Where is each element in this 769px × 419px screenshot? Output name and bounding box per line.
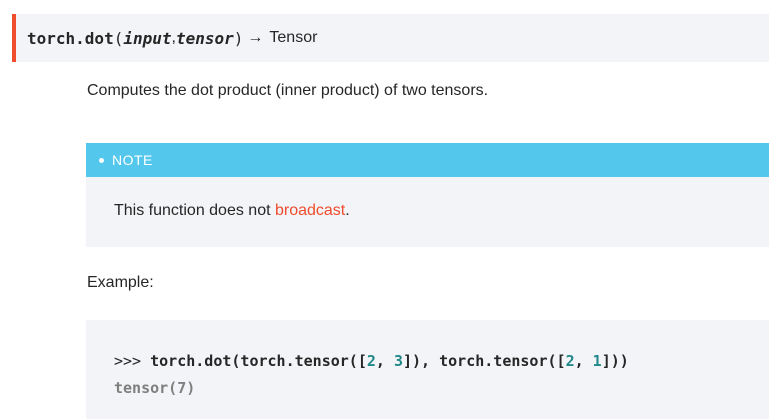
- code-number: 2: [366, 352, 376, 370]
- close-paren: ): [233, 28, 244, 48]
- example-label: Example:: [87, 274, 154, 291]
- return-type: Tensor: [269, 29, 318, 46]
- bullet-icon: [99, 157, 104, 163]
- code-output: tensor(7): [114, 379, 196, 397]
- param-separator: ,: [171, 29, 176, 46]
- note-text-end: .: [345, 202, 350, 219]
- note-header: NOTE: [86, 143, 769, 177]
- code-block: >>> torch.dot(torch.tensor([2, 3]), torc…: [86, 320, 769, 419]
- function-signature: torch.dot(input, tensor)→ Tensor: [12, 14, 769, 62]
- code-command: torch.dot(torch.tensor([: [150, 352, 367, 370]
- function-name: torch.dot: [27, 28, 114, 48]
- note-text: This function does not: [114, 202, 275, 219]
- param-tensor: tensor: [175, 28, 234, 48]
- open-paren: (: [113, 28, 124, 48]
- code-command: ,: [375, 352, 394, 370]
- code-command: ]), torch.tensor([: [403, 352, 566, 370]
- code-number: 2: [565, 352, 575, 370]
- code-prompt: >>>: [114, 352, 151, 370]
- param-input: input: [123, 28, 172, 48]
- function-description: Computes the dot product (inner product)…: [87, 82, 489, 99]
- code-command: ])): [601, 352, 629, 370]
- note-body: This function does not broadcast.: [86, 177, 769, 220]
- return-arrow: →: [247, 29, 264, 46]
- code-number: 3: [393, 352, 403, 370]
- note-admonition: NOTE This function does not broadcast.: [86, 143, 769, 247]
- note-title: NOTE: [112, 152, 153, 168]
- code-number: 1: [592, 352, 602, 370]
- broadcast-link[interactable]: broadcast: [274, 202, 346, 219]
- code-command: ,: [574, 352, 593, 370]
